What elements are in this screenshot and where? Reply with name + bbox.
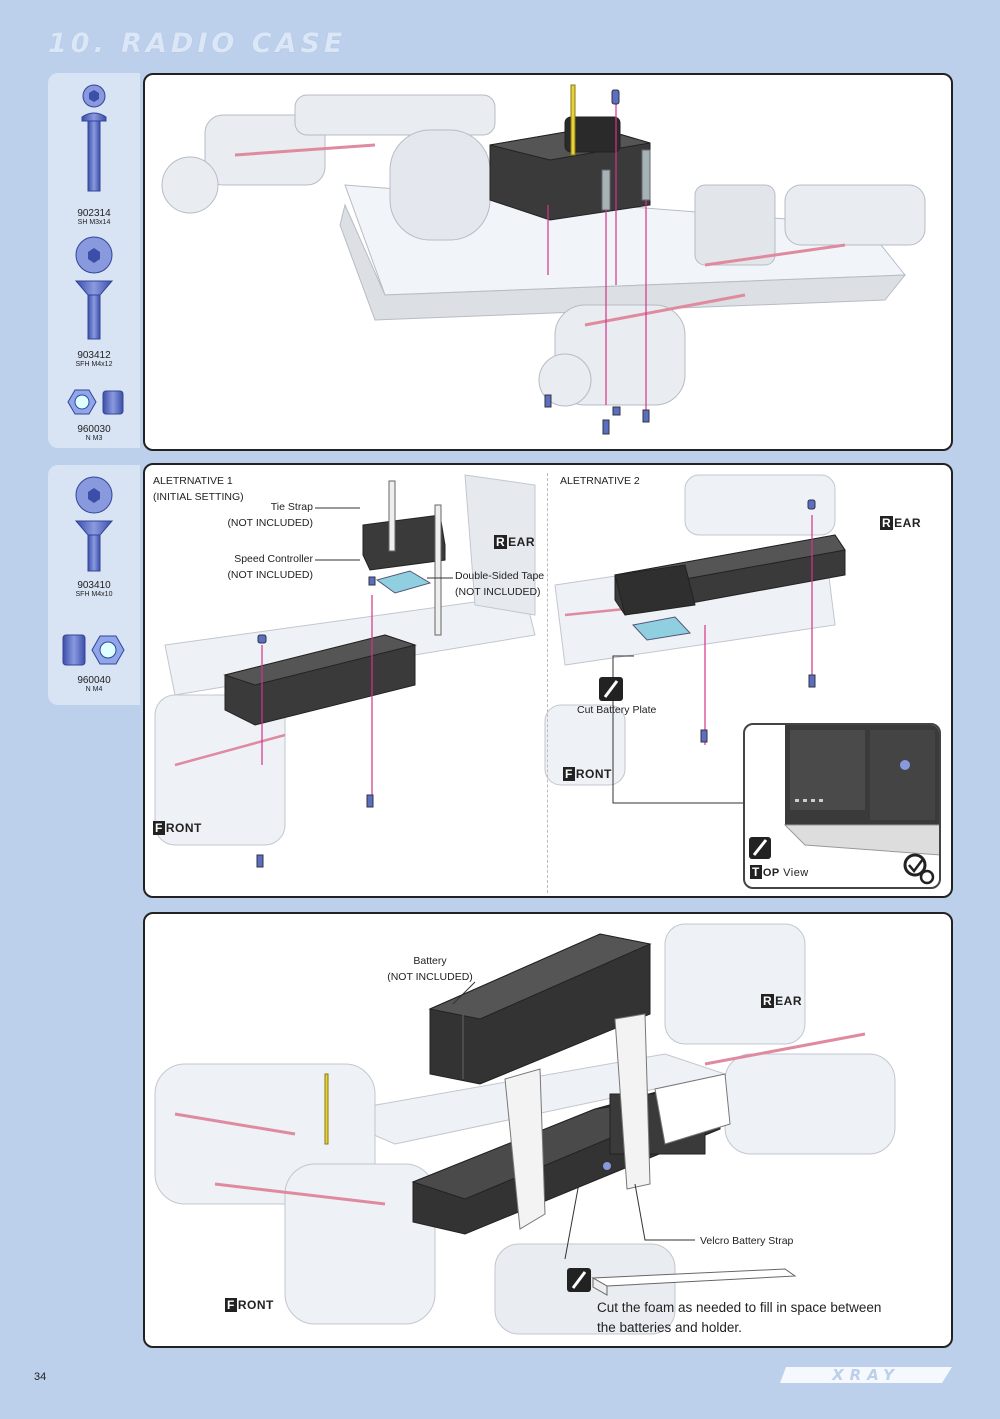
step-panel-radio-case-mount (143, 73, 953, 451)
chassis-illustration (161, 84, 926, 435)
scissors-icon (567, 1268, 591, 1292)
battery-note: (NOT INCLUDED) (387, 971, 473, 983)
tape-label: Double-Sided Tape (455, 570, 545, 582)
section-title: 10. RADIO CASE (48, 28, 347, 59)
scissors-icon (749, 837, 771, 859)
alt1-title: ALETRNATIVE 1 (153, 475, 233, 487)
parts-list-step-b: 903410 SFH M4x10 960040 N M4 (48, 465, 140, 705)
alt2-title: ALETRNATIVE 2 (560, 475, 640, 487)
part-960040: 960040 N M4 (48, 630, 140, 694)
nut-m4-icon (62, 634, 125, 666)
parts-list-step-a: 902314 SH M3x14 903412 SFH M4x12 960030 … (48, 73, 140, 448)
tools-check-icon (903, 853, 935, 885)
cut-battery-plate-label: Cut Battery Plate (577, 704, 657, 716)
tie-strap-note: (NOT INCLUDED) (227, 517, 313, 529)
scissors-icon (599, 677, 623, 701)
part-903412: 903412 SFH M4x12 (48, 235, 140, 369)
step-panel-battery-install: Battery (NOT INCLUDED) Velcro Battery St… (143, 912, 953, 1348)
xray-logo: XRAY (780, 1366, 952, 1384)
flat-head-screw-icon (74, 476, 114, 572)
velcro-strap-label: Velcro Battery Strap (700, 1235, 794, 1247)
tape-note: (NOT INCLUDED) (455, 586, 541, 598)
svg-text:XRAY: XRAY (831, 1366, 900, 1384)
step-panel-speed-controller-options: ALETRNATIVE 1 (INITIAL SETTING) ALETRNAT… (143, 463, 953, 898)
part-902314: 902314 SH M3x14 (48, 83, 140, 227)
speed-controller-label: Speed Controller (234, 553, 313, 565)
alternatives-illustration (154, 474, 846, 868)
foam-instruction-line2: the batteries and holder. (597, 1320, 742, 1335)
alt1-subtitle: (INITIAL SETTING) (153, 491, 244, 503)
battery-label: Battery (413, 955, 447, 967)
top-view-illustration (749, 725, 939, 885)
battery-illustration (154, 923, 896, 1335)
part-960030: 960030 N M3 (48, 385, 140, 443)
page-number: 34 (34, 1371, 47, 1383)
part-903410: 903410 SFH M4x10 (48, 475, 140, 599)
button-head-screw-icon (81, 84, 107, 192)
flat-head-screw-icon (74, 236, 114, 340)
tie-strap-label: Tie Strap (270, 501, 313, 513)
nut-m3-icon (67, 389, 124, 415)
foam-instruction-line1: Cut the foam as needed to fill in space … (597, 1300, 882, 1315)
panel-divider (547, 473, 548, 893)
speed-controller-note: (NOT INCLUDED) (227, 569, 313, 581)
